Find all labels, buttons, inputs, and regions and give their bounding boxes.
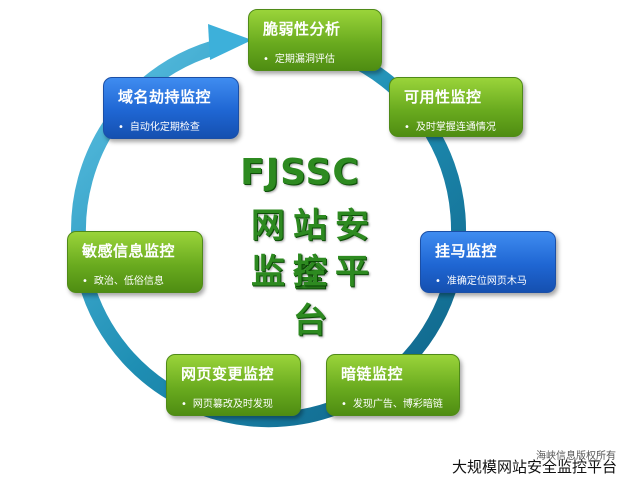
module-title: 挂马监控 [435, 242, 498, 260]
module-domain-hijack-monitor: 域名劫持监控 •自动化定期检查 [103, 77, 239, 139]
bullet-icon: • [263, 54, 269, 65]
bullet-icon: • [435, 276, 441, 287]
module-desc: •自动化定期检查 [118, 122, 200, 133]
module-desc: •定期漏洞评估 [263, 54, 335, 65]
module-desc: •发现广告、博彩暗链 [341, 399, 443, 410]
bullet-icon: • [181, 399, 187, 410]
module-title: 暗链监控 [341, 365, 404, 383]
module-sensitive-info-monitor: 敏感信息监控 •政治、低俗信息 [67, 231, 203, 293]
module-desc: •及时掌握连通情况 [404, 122, 496, 133]
module-trojan-monitor: 挂马监控 •准确定位网页木马 [420, 231, 556, 293]
module-title: 网页变更监控 [181, 365, 275, 383]
center-title-line2: 监控平台 [251, 252, 377, 341]
module-darklink-monitor: 暗链监控 •发现广告、博彩暗链 [326, 354, 460, 416]
module-vulnerability-analysis: 脆弱性分析 •定期漏洞评估 [248, 9, 382, 71]
module-desc: •政治、低俗信息 [82, 276, 164, 287]
bullet-icon: • [118, 122, 124, 133]
module-availability-monitor: 可用性监控 •及时掌握连通情况 [389, 77, 523, 137]
copyright-watermark: 海峡信息版权所有 [536, 451, 616, 462]
module-title: 敏感信息监控 [82, 242, 176, 260]
bullet-icon: • [341, 399, 347, 410]
cycle-arrow-icon [208, 24, 252, 60]
module-title: 可用性监控 [404, 88, 482, 106]
module-webpage-change-monitor: 网页变更监控 •网页篡改及时发现 [166, 354, 301, 416]
module-desc: •网页篡改及时发现 [181, 399, 273, 410]
module-title: 脆弱性分析 [263, 20, 341, 38]
bullet-icon: • [404, 122, 410, 133]
module-desc: •准确定位网页木马 [435, 276, 527, 287]
center-brand: FJSSC [240, 152, 360, 193]
center-title-line1: 网站安全 [251, 206, 377, 295]
bullet-icon: • [82, 276, 88, 287]
figure-caption: 大规模网站安全监控平台 [452, 458, 618, 476]
module-title: 域名劫持监控 [118, 88, 212, 106]
